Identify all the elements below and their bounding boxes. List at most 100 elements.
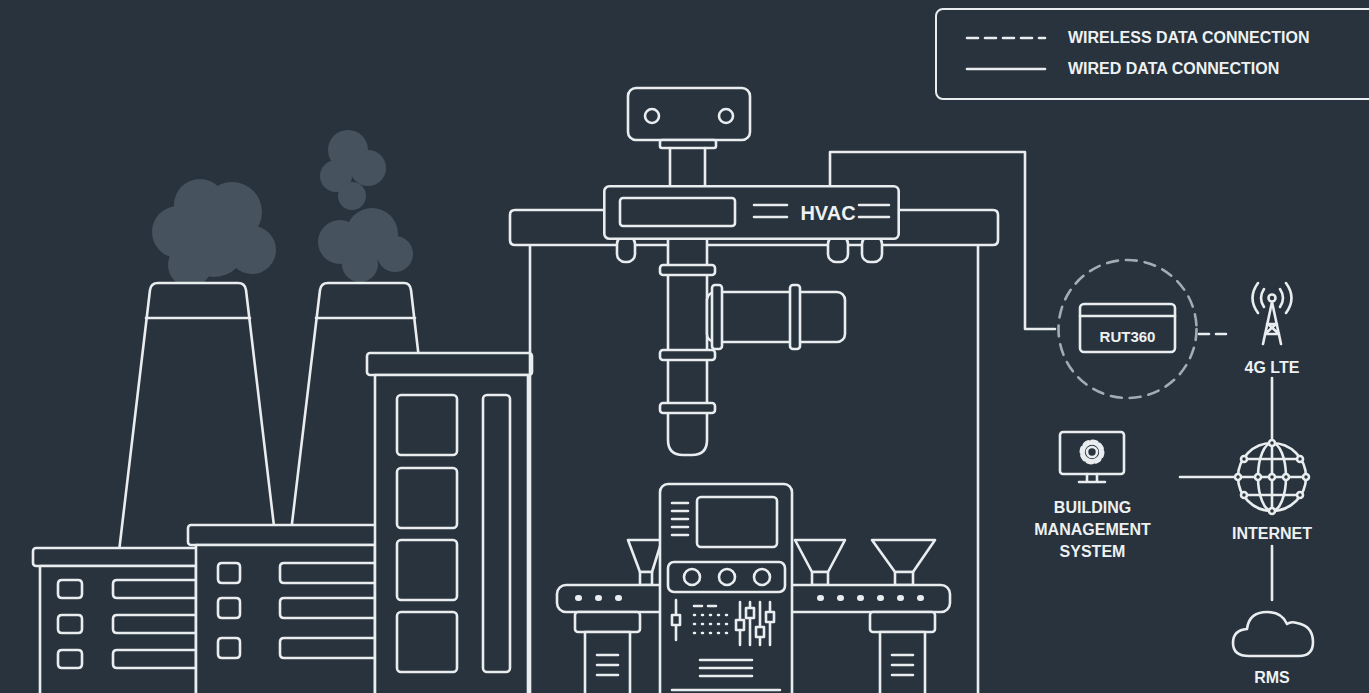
conveyor-leg [870, 612, 935, 632]
wired-link [830, 152, 1055, 329]
smoke-puff [168, 243, 212, 287]
node-label: HVAC [793, 200, 863, 226]
console-vents [672, 660, 780, 690]
intake-port [645, 109, 659, 123]
building-windows [58, 580, 197, 668]
antenna-tip [1269, 295, 1276, 302]
globe-node [1303, 474, 1309, 480]
air-intake-unit [628, 88, 750, 140]
smoke-puff [350, 150, 386, 186]
leg-vents [892, 655, 913, 675]
hopper [872, 540, 935, 572]
console-sliders [676, 600, 770, 645]
globe-node [1269, 440, 1275, 446]
slider-knob [766, 612, 774, 622]
node-label: 4G LTE [1222, 358, 1322, 378]
building-window [397, 612, 457, 672]
cell-tower-mast [1263, 302, 1281, 344]
wired-link [1271, 546, 1274, 600]
network-node: RUT360 [1055, 258, 1200, 400]
building-window [397, 540, 457, 600]
cloud-outline [1233, 612, 1313, 656]
console-dial [684, 569, 700, 585]
building-window [397, 468, 457, 528]
console-buttons [694, 606, 727, 633]
legend-label: WIRELESS DATA CONNECTION [1068, 27, 1309, 49]
globe-node [1269, 474, 1275, 480]
duct-collar [660, 265, 715, 275]
globe-node [1297, 492, 1303, 498]
building-wall [40, 566, 196, 693]
tower-band [146, 317, 250, 320]
building-windows [218, 563, 379, 658]
node-label: BUILDING MANAGEMENT SYSTEM [1030, 497, 1155, 563]
globe-node [1241, 492, 1247, 498]
globe-node [1255, 474, 1261, 480]
globe-node [1235, 474, 1241, 480]
router-edge [1080, 315, 1175, 318]
legend-line [967, 68, 1045, 71]
duct-collar [712, 285, 722, 349]
cooling-tower [118, 283, 278, 560]
network-node: BUILDING MANAGEMENT SYSTEM [1005, 428, 1180, 568]
leg-vents [597, 655, 618, 675]
globe-node [1283, 474, 1289, 480]
slider-knob [736, 620, 744, 630]
hopper-stem [812, 572, 828, 585]
conveyor-leg [880, 632, 925, 693]
dial-panel [668, 562, 785, 592]
smoke-puff [338, 182, 366, 210]
node-label: INTERNET [1222, 524, 1322, 544]
console-dial [754, 569, 770, 585]
node-label: RMS [1227, 668, 1317, 688]
gear-teeth [1082, 442, 1102, 462]
hopper [628, 540, 662, 572]
gear-hub [1087, 447, 1097, 457]
slider-knob [756, 627, 764, 637]
slider-knob [746, 608, 754, 618]
network-node: 4G LTE [1232, 278, 1312, 378]
console-lines [672, 503, 688, 535]
network-node: INTERNET [1232, 438, 1312, 546]
router-body [1080, 304, 1175, 352]
smoke-puff [342, 246, 378, 282]
globe-node [1241, 456, 1247, 462]
wired-link [1271, 378, 1274, 438]
network-node: RMS [1227, 600, 1317, 693]
duct-branch [707, 292, 845, 342]
intake-port [719, 109, 733, 123]
hvac-panel [620, 198, 735, 226]
building-roof [33, 548, 203, 566]
legend-row: WIRED DATA CONNECTION [937, 58, 1369, 80]
globe-node [1297, 456, 1303, 462]
hopper-stem [640, 572, 652, 585]
building-wall [375, 375, 528, 693]
node-label: RUT360 [1080, 327, 1175, 347]
hopper [795, 540, 845, 572]
tower-band [316, 317, 415, 320]
duct-collar [660, 140, 716, 148]
monitor-screen [1060, 432, 1124, 474]
console-screen [697, 497, 777, 547]
duct-collar [660, 350, 715, 360]
duct-pipe [670, 148, 705, 186]
legend-line-sample [965, 27, 1049, 49]
building-roof [367, 353, 532, 375]
wired-link [1180, 476, 1234, 479]
duct-collar [790, 285, 800, 349]
slider-knob [672, 615, 680, 625]
wireless-link [1199, 333, 1232, 336]
legend-line-sample [965, 58, 1049, 80]
hvac-unit-outline [604, 186, 898, 238]
hopper-stem [895, 572, 913, 585]
conveyor-leg [585, 632, 630, 693]
globe-grid [1238, 443, 1306, 511]
globe-node [1269, 508, 1275, 514]
wireless-range-ring [1059, 260, 1197, 398]
gear-rim [1084, 444, 1101, 461]
legend-line [967, 37, 1045, 40]
globe-outline [1238, 443, 1306, 511]
radio-waves [1253, 283, 1292, 313]
